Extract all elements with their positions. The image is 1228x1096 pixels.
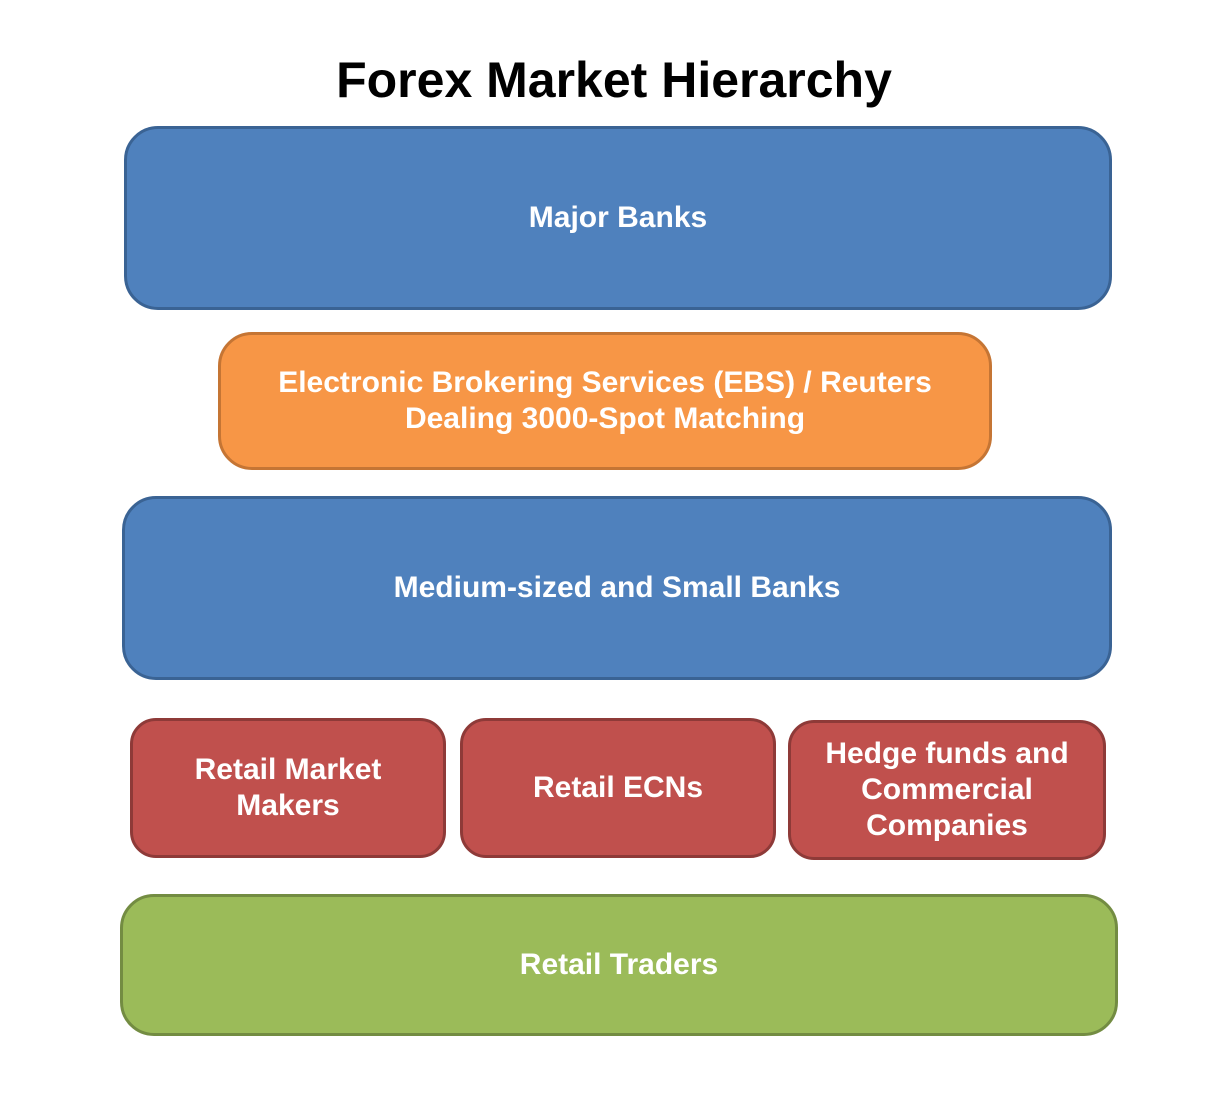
retail-ecns-box: Retail ECNs — [460, 718, 776, 858]
retail-market-makers-box: Retail Market Makers — [130, 718, 446, 858]
retail-market-makers-label-line-2: Makers — [236, 789, 340, 822]
ebs-reuters-label-line-1: Electronic Brokering Services (EBS) / Re… — [278, 366, 932, 399]
retail-market-makers-label-line-1: Retail Market — [194, 753, 382, 786]
major-banks-box: Major Banks — [124, 126, 1112, 310]
major-banks-label: Major Banks — [528, 201, 708, 234]
hedge-funds-box: Hedge funds and Commercial Companies — [788, 720, 1106, 860]
ebs-reuters-label-line-2: Dealing 3000-Spot Matching — [404, 402, 806, 435]
hedge-funds-label-line-2: Commercial — [861, 773, 1033, 806]
ebs-reuters-box: Electronic Brokering Services (EBS) / Re… — [218, 332, 992, 470]
medium-small-banks-label: Medium-sized and Small Banks — [393, 571, 841, 604]
hedge-funds-label-line-1: Hedge funds and — [825, 737, 1069, 770]
retail-traders-label: Retail Traders — [519, 948, 719, 981]
retail-ecns-label: Retail ECNs — [532, 771, 704, 804]
hedge-funds-label-line-3: Companies — [866, 809, 1028, 842]
medium-small-banks-box: Medium-sized and Small Banks — [122, 496, 1112, 680]
retail-traders-box: Retail Traders — [120, 894, 1118, 1036]
diagram-title: Forex Market Hierarchy — [336, 52, 892, 108]
